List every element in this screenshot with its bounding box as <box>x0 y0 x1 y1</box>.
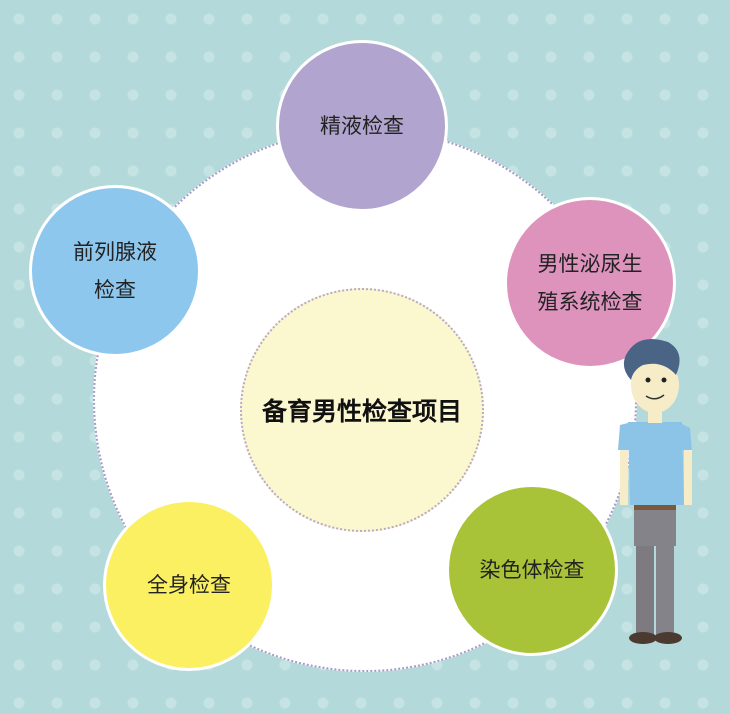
item-label: 染色体检查 <box>479 558 585 582</box>
center-title-circle: 备育男性检查项目 <box>240 288 484 532</box>
item-label: 精液检查 <box>320 114 404 138</box>
item-label: 全身检查 <box>147 573 231 597</box>
item-chromosome-check: 染色体检查 <box>446 484 618 656</box>
item-prostate-fluid-check: 前列腺液 检查 <box>29 185 201 357</box>
center-title: 备育男性检查项目 <box>261 397 462 426</box>
item-physical-check: 全身检查 <box>103 499 275 671</box>
item-label: 前列腺液 检查 <box>73 240 157 302</box>
item-urogenital-check: 男性泌尿生 殖系统检查 <box>504 197 676 369</box>
man-illustration <box>618 338 692 644</box>
item-semen-check: 精液检查 <box>276 40 448 212</box>
item-label: 男性泌尿生 殖系统检查 <box>537 252 643 314</box>
